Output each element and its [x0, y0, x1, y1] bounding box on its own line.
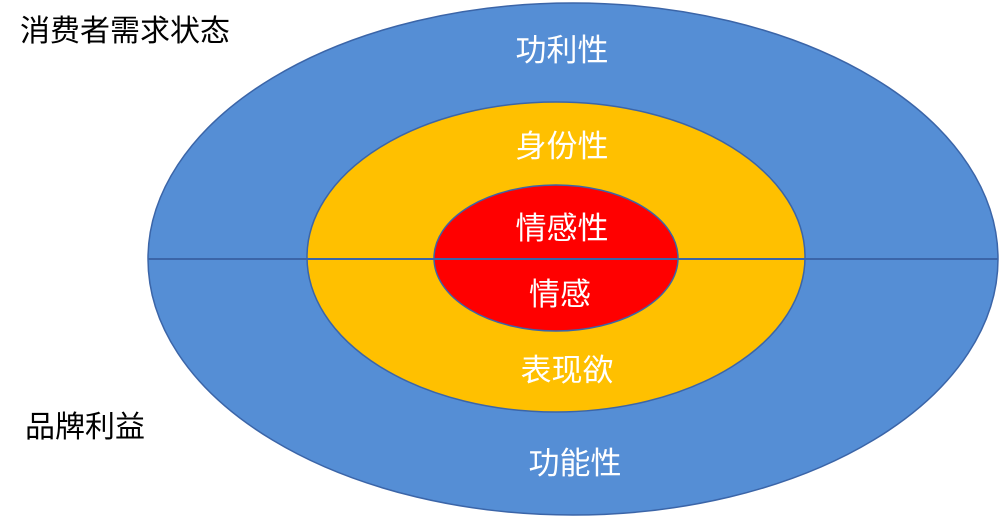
outer-top-text: 功利性	[515, 33, 609, 69]
brand-benefit-label: 品牌利益	[25, 410, 145, 445]
outer-bottom-text: 功能性	[528, 446, 622, 482]
inner-top-text: 情感性	[515, 211, 609, 247]
consumer-state-label: 消费者需求状态	[20, 14, 230, 49]
middle-bottom-text: 表现欲	[520, 353, 614, 389]
middle-top-text: 身份性	[515, 129, 609, 165]
inner-bottom-text: 情感	[529, 277, 591, 313]
